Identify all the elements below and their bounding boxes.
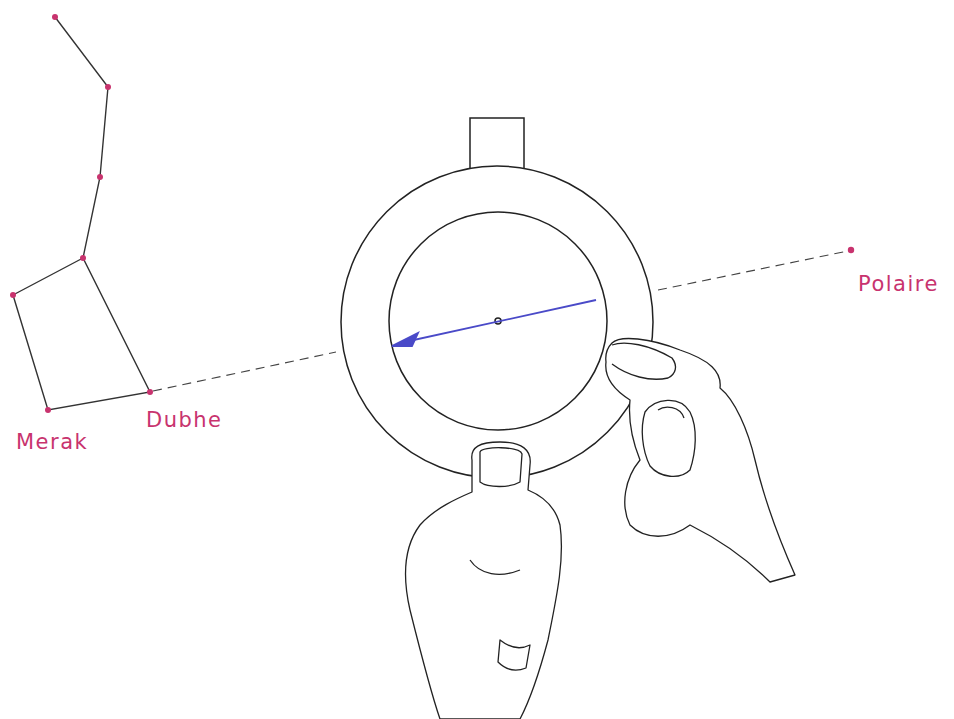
knuckle [470,560,520,574]
star [105,84,111,90]
hands [406,339,795,719]
compass-dial [389,212,607,430]
right-thumbnail [612,343,675,379]
bottom-hand [406,442,562,719]
star [10,292,16,298]
dashed-line [153,352,336,391]
compass-outer-ring [341,166,653,478]
fingernail [658,407,684,418]
dipper-bowl [13,258,150,410]
dashed-line [658,251,848,290]
star [848,247,854,253]
star [80,255,86,261]
star-label: Polaire [858,274,939,295]
star [52,14,58,20]
finger [498,640,530,670]
constellation-lines [13,17,150,410]
compass [341,118,653,478]
right-hand [606,339,795,582]
star-label: Merak [16,432,88,453]
star [97,174,103,180]
needle-head [392,333,418,346]
star [147,389,153,395]
thumbnail [480,448,522,487]
star-label: Dubhe [146,410,223,431]
needle-line [400,300,596,343]
finger [642,400,695,476]
dipper-handle [55,17,108,258]
star [45,407,51,413]
compass-tab [470,118,524,170]
compass-needle [392,300,596,346]
